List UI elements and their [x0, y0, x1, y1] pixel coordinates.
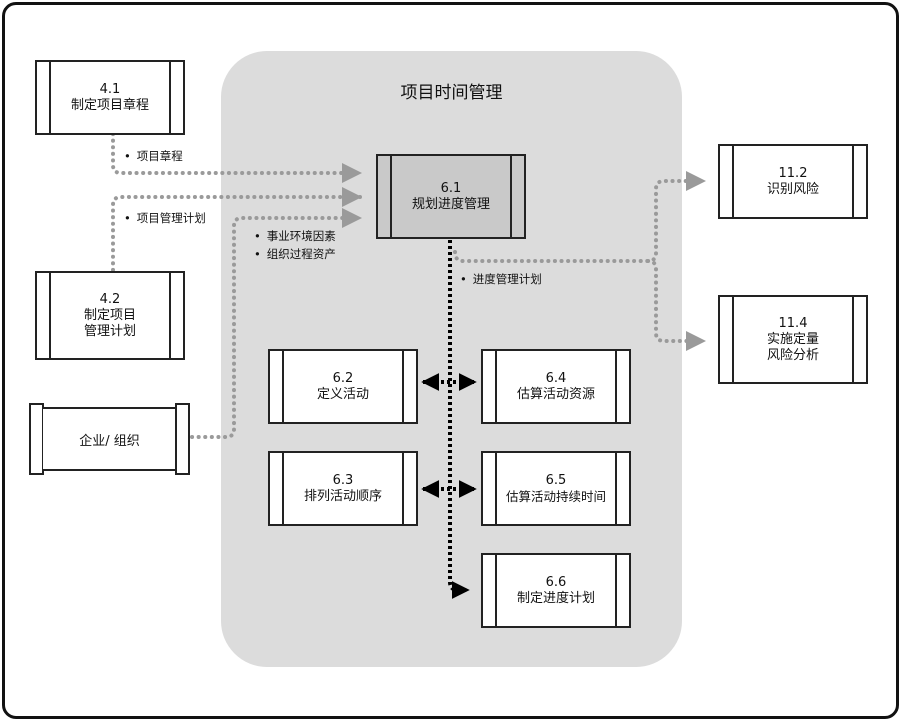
enterprise-organization[interactable]: 企业/ 组织: [43, 407, 176, 471]
process-name: 制定进度计划: [516, 590, 595, 606]
process-name: 识别风险: [766, 181, 819, 197]
group-title: 项目时间管理: [400, 83, 503, 103]
enterprise-cap-right: [175, 403, 190, 475]
process-number: 11.2: [778, 165, 808, 181]
process-name: 估算活动持续时间: [505, 488, 606, 504]
enterprise-label: 企业/ 组织: [79, 433, 140, 449]
process-name: 排列活动顺序: [303, 488, 382, 504]
process-name: 规划进度管理: [411, 196, 490, 212]
flow-to-11-2: [453, 171, 706, 263]
process-name: 制定项目章程: [70, 97, 149, 113]
process-number: 6.5: [545, 472, 567, 488]
flow-enterprise: [190, 208, 362, 439]
enterprise-cap-left: [29, 403, 44, 475]
note-pm-plan: 项目管理计划: [124, 210, 206, 226]
flow-6-1-trunk: [448, 240, 470, 599]
process-name: 估算活动资源: [516, 386, 595, 402]
process-name: 制定项目: [83, 307, 136, 323]
note-eef: 事业环境因素: [254, 228, 336, 244]
process-number: 4.2: [99, 291, 121, 307]
process-name: 定义活动: [316, 386, 369, 402]
process-number: 6.4: [545, 370, 567, 386]
flow-to-11-4: [646, 259, 706, 351]
process-number: 4.1: [99, 81, 121, 97]
process-number: 6.1: [440, 180, 462, 196]
note-schedule-plan: 进度管理计划: [460, 271, 542, 287]
process-number: 6.2: [332, 370, 354, 386]
process-number: 6.3: [332, 472, 354, 488]
process-name: 风险分析: [766, 347, 819, 363]
process-name: 实施定量: [766, 331, 819, 347]
note-opa: 组织过程资产: [254, 246, 336, 262]
process-number: 11.4: [778, 315, 808, 331]
process-name: 管理计划: [83, 323, 136, 339]
flow-pm-plan: [111, 187, 362, 272]
note-project-charter: 项目章程: [124, 148, 183, 164]
process-number: 6.6: [545, 574, 567, 590]
